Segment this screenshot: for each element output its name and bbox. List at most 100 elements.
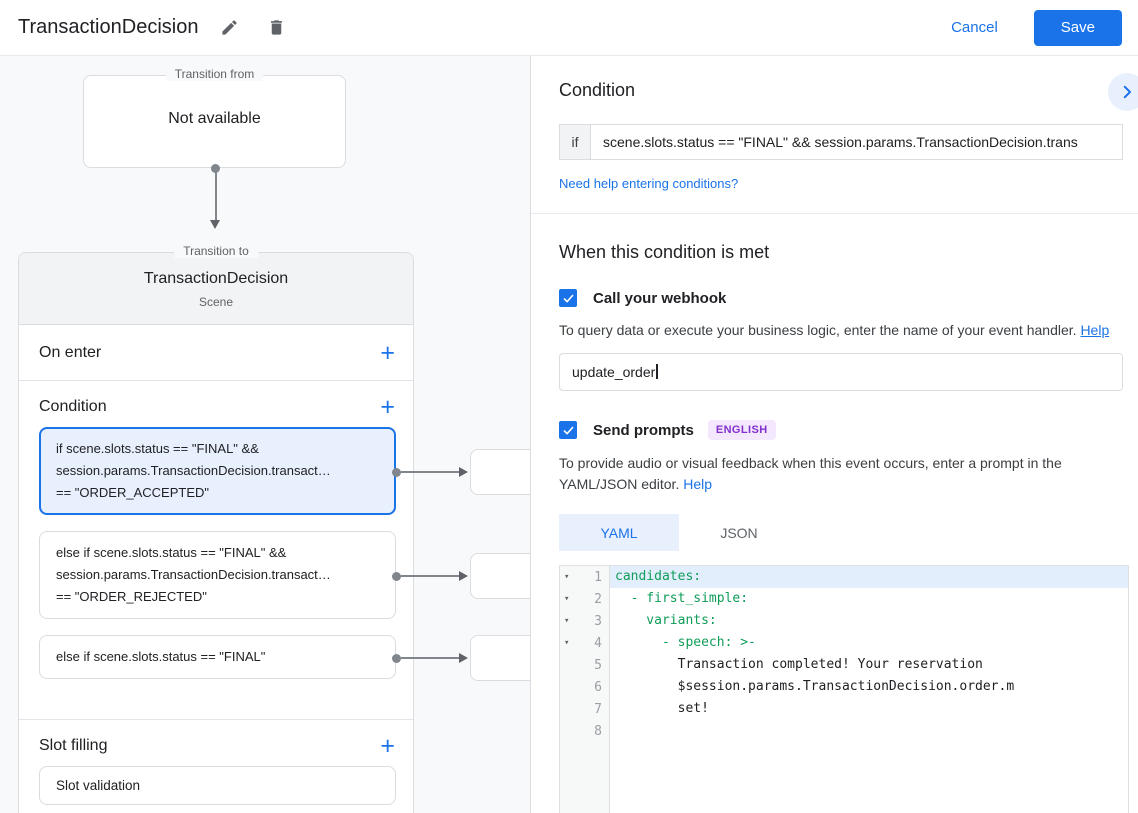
trash-icon: [271, 20, 283, 35]
transition-from-node: Transition from Not available: [83, 67, 346, 168]
editor-gutter: ▾1 ▾2 ▾3 ▾4 5 6 7 8: [560, 566, 610, 813]
code-line: - first_simple:: [615, 591, 749, 606]
webhook-help-link[interactable]: Help: [1080, 322, 1110, 338]
edit-scene-button[interactable]: [214, 12, 245, 43]
condition-section-header: Condition +: [19, 381, 413, 427]
condition-expression-input[interactable]: scene.slots.status == "FINAL" && session…: [590, 124, 1123, 160]
plus-icon: +: [380, 338, 395, 367]
webhook-description: To query data or execute your business l…: [559, 320, 1115, 341]
cancel-button[interactable]: Cancel: [951, 19, 998, 36]
slot-validation-label: Slot validation: [56, 778, 141, 793]
prompts-description-text: To provide audio or visual feedback when…: [559, 455, 1062, 492]
arrowhead-down-icon: [210, 220, 220, 229]
if-prefix: if: [559, 124, 590, 160]
scene-title: TransactionDecision: [143, 270, 289, 287]
condition-expression-row: if scene.slots.status == "FINAL" && sess…: [559, 124, 1123, 160]
tab-json[interactable]: JSON: [720, 524, 758, 541]
condition-label: Condition: [39, 398, 107, 415]
prompts-checkbox[interactable]: [559, 421, 577, 439]
on-enter-row: On enter +: [19, 325, 413, 381]
line-number: 3: [594, 613, 602, 629]
section-divider: [531, 213, 1138, 214]
webhook-description-text: To query data or execute your business l…: [559, 322, 1077, 338]
code-line: $session.params.TransactionDecision.orde…: [615, 679, 1015, 694]
plus-icon: +: [380, 393, 395, 421]
editor-format-tabs: YAML JSON: [559, 514, 1138, 551]
event-handler-value: update_order: [572, 364, 656, 380]
connector-dot: [392, 654, 401, 663]
line-number: 5: [594, 657, 602, 673]
condition-text-line: if scene.slots.status == "FINAL" &&: [56, 441, 259, 456]
prompts-checkbox-row: Send prompts ENGLISH: [559, 420, 1138, 440]
connector-line: [401, 575, 459, 577]
scene-graph-canvas: Transition from Not available Transition…: [0, 56, 530, 813]
text-cursor: [656, 364, 658, 379]
fold-arrow-icon[interactable]: ▾: [564, 594, 570, 604]
condition-text-line: session.params.TransactionDecision.trans…: [56, 567, 331, 582]
transition-from-text: Not available: [168, 110, 261, 127]
checkmark-icon: [563, 426, 573, 434]
line-number: 1: [594, 569, 602, 585]
scene-subtitle: Scene: [198, 295, 234, 309]
connector-dot: [211, 164, 220, 173]
condition-editor-panel: Condition if scene.slots.status == "FINA…: [530, 56, 1138, 813]
fold-arrow-icon[interactable]: ▾: [564, 616, 570, 626]
event-handler-input[interactable]: update_order: [559, 353, 1123, 391]
add-condition-button[interactable]: +: [378, 395, 397, 420]
code-line: [610, 720, 1128, 742]
topbar: TransactionDecision Cancel Save: [0, 0, 1138, 56]
transition-target-node-1[interactable]: [470, 449, 530, 495]
delete-scene-button[interactable]: [261, 12, 292, 43]
conditions-help-link[interactable]: Need help entering conditions?: [559, 176, 739, 191]
connector-line: [401, 471, 459, 473]
arrowhead-right-icon: [459, 571, 468, 581]
arrowhead-right-icon: [459, 653, 468, 663]
scene-header[interactable]: TransactionDecision Scene: [19, 253, 413, 325]
condition-card-2[interactable]: else if scene.slots.status == "FINAL" &&…: [39, 531, 396, 619]
transition-from-legend: Transition from: [165, 67, 264, 81]
tab-yaml[interactable]: YAML: [559, 514, 679, 551]
condition-met-title: When this condition is met: [559, 242, 770, 262]
slot-validation-card[interactable]: Slot validation: [39, 766, 396, 805]
code-line: candidates:: [610, 566, 1128, 588]
transition-target-node-2[interactable]: [470, 553, 530, 599]
connector-line-vertical: [215, 172, 217, 222]
connector-dot: [392, 572, 401, 581]
webhook-label: Call your webhook: [593, 289, 727, 307]
save-button[interactable]: Save: [1033, 9, 1122, 46]
code-line: variants:: [615, 613, 717, 628]
collapse-panel-button[interactable]: [1108, 73, 1138, 111]
condition-text-line: == "ORDER_REJECTED": [56, 589, 207, 604]
yaml-code-editor: ▾1 ▾2 ▾3 ▾4 5 6 7 8 candidates: - first_…: [559, 565, 1129, 813]
slot-filling-label: Slot filling: [39, 737, 108, 754]
line-number: 2: [594, 591, 602, 607]
line-number: 8: [594, 723, 602, 739]
prompts-help-link[interactable]: Help: [683, 476, 713, 492]
prompts-label: Send prompts: [593, 421, 694, 439]
slot-filling-section-header: Slot filling +: [19, 720, 413, 766]
code-line: set!: [615, 701, 709, 716]
transition-to-legend: Transition to: [174, 244, 258, 258]
condition-text-line: else if scene.slots.status == "FINAL": [56, 649, 266, 664]
add-on-enter-button[interactable]: +: [378, 340, 397, 365]
main-area: Transition from Not available Transition…: [0, 56, 1138, 813]
condition-card-3[interactable]: else if scene.slots.status == "FINAL": [39, 635, 396, 679]
fold-arrow-icon[interactable]: ▾: [564, 638, 570, 648]
line-number: 7: [594, 701, 602, 717]
condition-section: Condition + if scene.slots.status == "FI…: [19, 381, 413, 720]
fold-arrow-icon[interactable]: ▾: [564, 572, 570, 582]
connector-dot: [392, 468, 401, 477]
webhook-checkbox[interactable]: [559, 289, 577, 307]
checkmark-icon: [563, 294, 573, 302]
transition-target-node-3[interactable]: [470, 635, 530, 681]
condition-card-1[interactable]: if scene.slots.status == "FINAL" && sess…: [39, 427, 396, 515]
page-title: TransactionDecision: [18, 16, 199, 38]
line-number: 6: [594, 679, 602, 695]
condition-text-line: == "ORDER_ACCEPTED": [56, 485, 209, 500]
arrowhead-right-icon: [459, 467, 468, 477]
add-slot-button[interactable]: +: [378, 734, 397, 759]
panel-title: Condition: [559, 80, 636, 100]
condition-text-line: session.params.TransactionDecision.trans…: [56, 463, 331, 478]
plus-icon: +: [380, 732, 395, 760]
editor-code-area[interactable]: candidates: - first_simple: variants: - …: [610, 566, 1128, 813]
